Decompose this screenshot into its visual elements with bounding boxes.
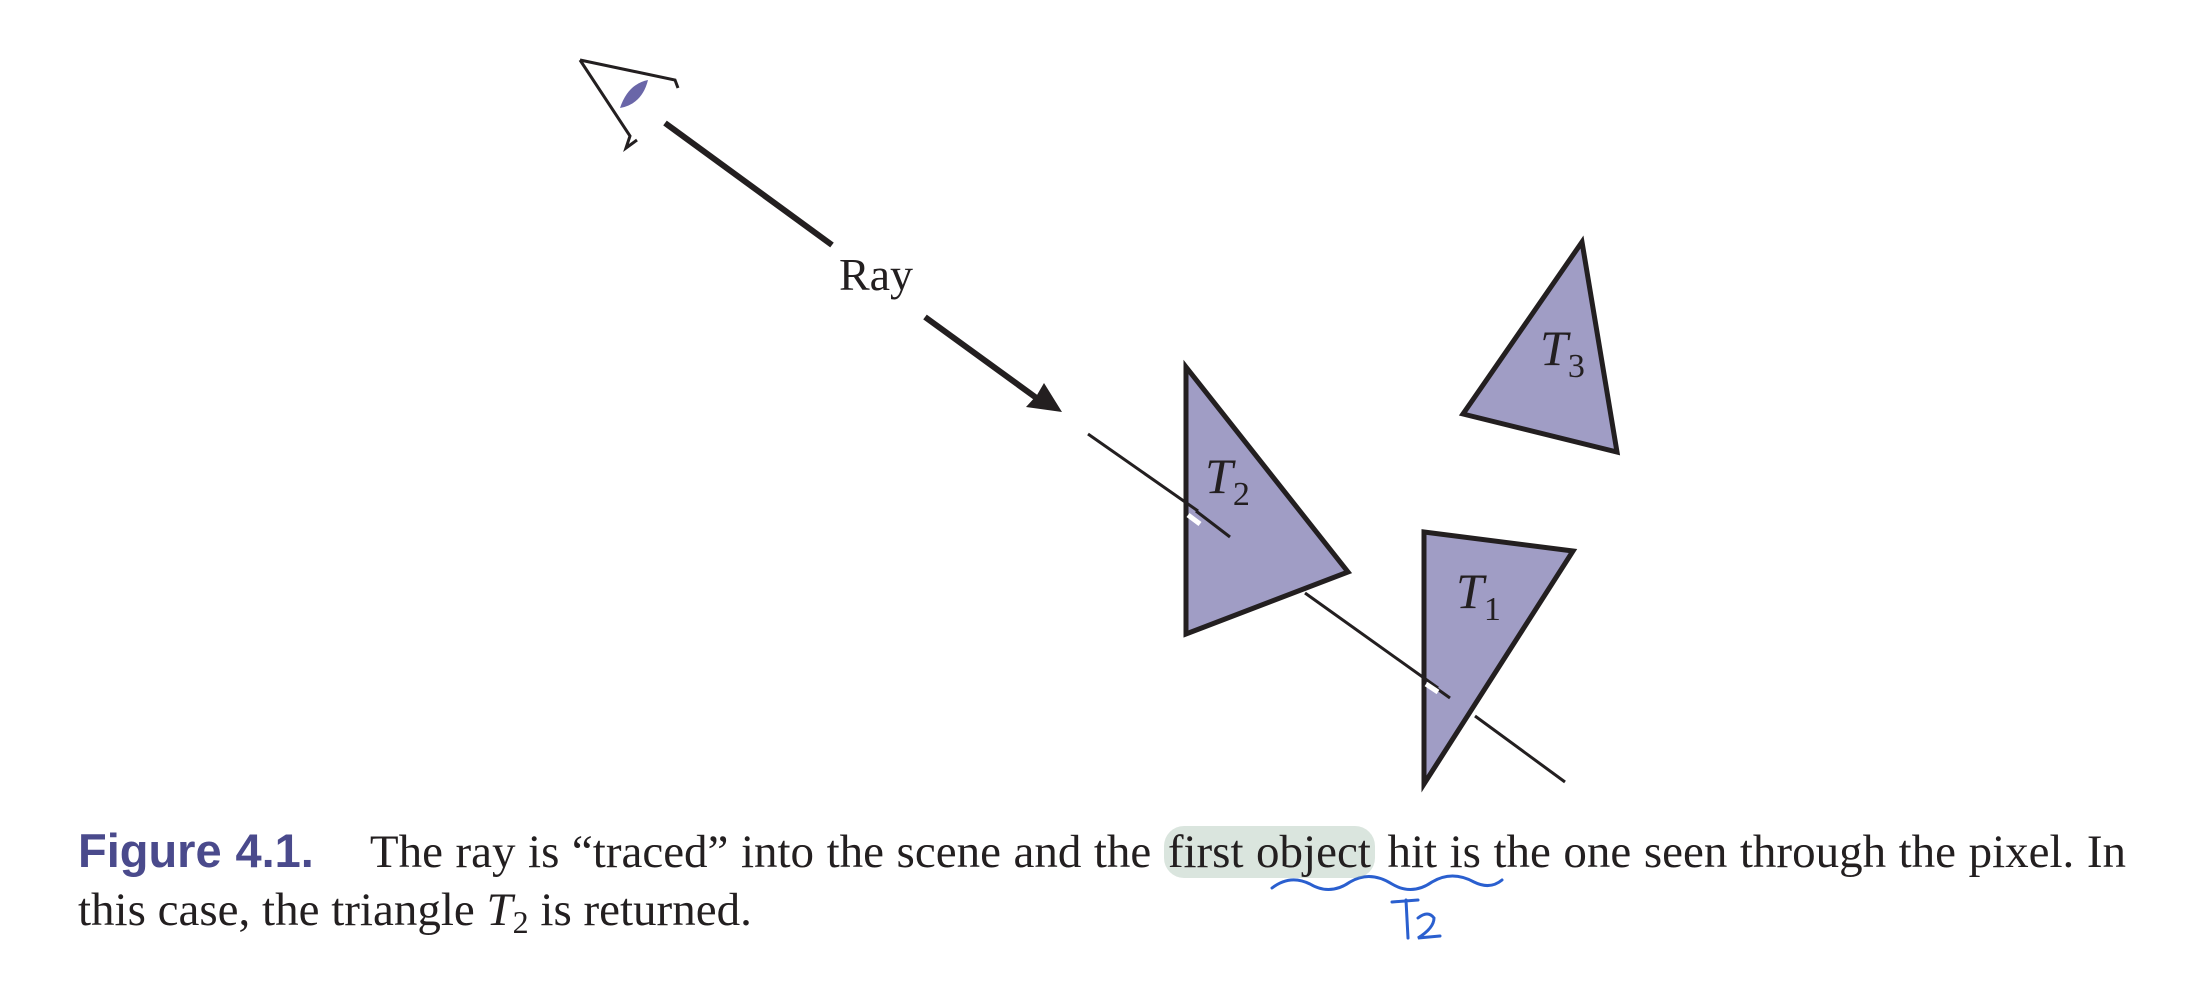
caption-text-part2: hit is the one seen through the pixel. I… (78, 826, 2126, 936)
figure-label: Figure 4.1. (78, 824, 314, 877)
eye-icon (578, 58, 680, 152)
triangle-t1: T1 (1421, 529, 1578, 793)
caption-text-end: is returned. (528, 884, 752, 936)
triangle-t2-label: T2 (1205, 448, 1250, 513)
ray-continuation (1087, 432, 1566, 784)
caption-math-sub: 2 (512, 904, 529, 940)
triangle-t1-label: T1 (1456, 563, 1501, 628)
triangle-t3: T3 (1458, 235, 1621, 456)
caption-math-var: T (486, 884, 513, 936)
ray-label: Ray (839, 249, 913, 300)
triangle-t3-label: T3 (1540, 320, 1585, 385)
triangle-t2: T2 (1183, 359, 1353, 638)
handwritten-t2-note (1390, 898, 1442, 940)
figure-caption: Figure 4.1. The ray is “traced” into the … (78, 822, 2126, 951)
caption-text-part1: The ray is “traced” into the scene and t… (369, 826, 1164, 878)
handwritten-underline (1270, 874, 1504, 891)
ray-arrow (663, 120, 1062, 412)
caption-highlight: first object (1163, 826, 1375, 878)
